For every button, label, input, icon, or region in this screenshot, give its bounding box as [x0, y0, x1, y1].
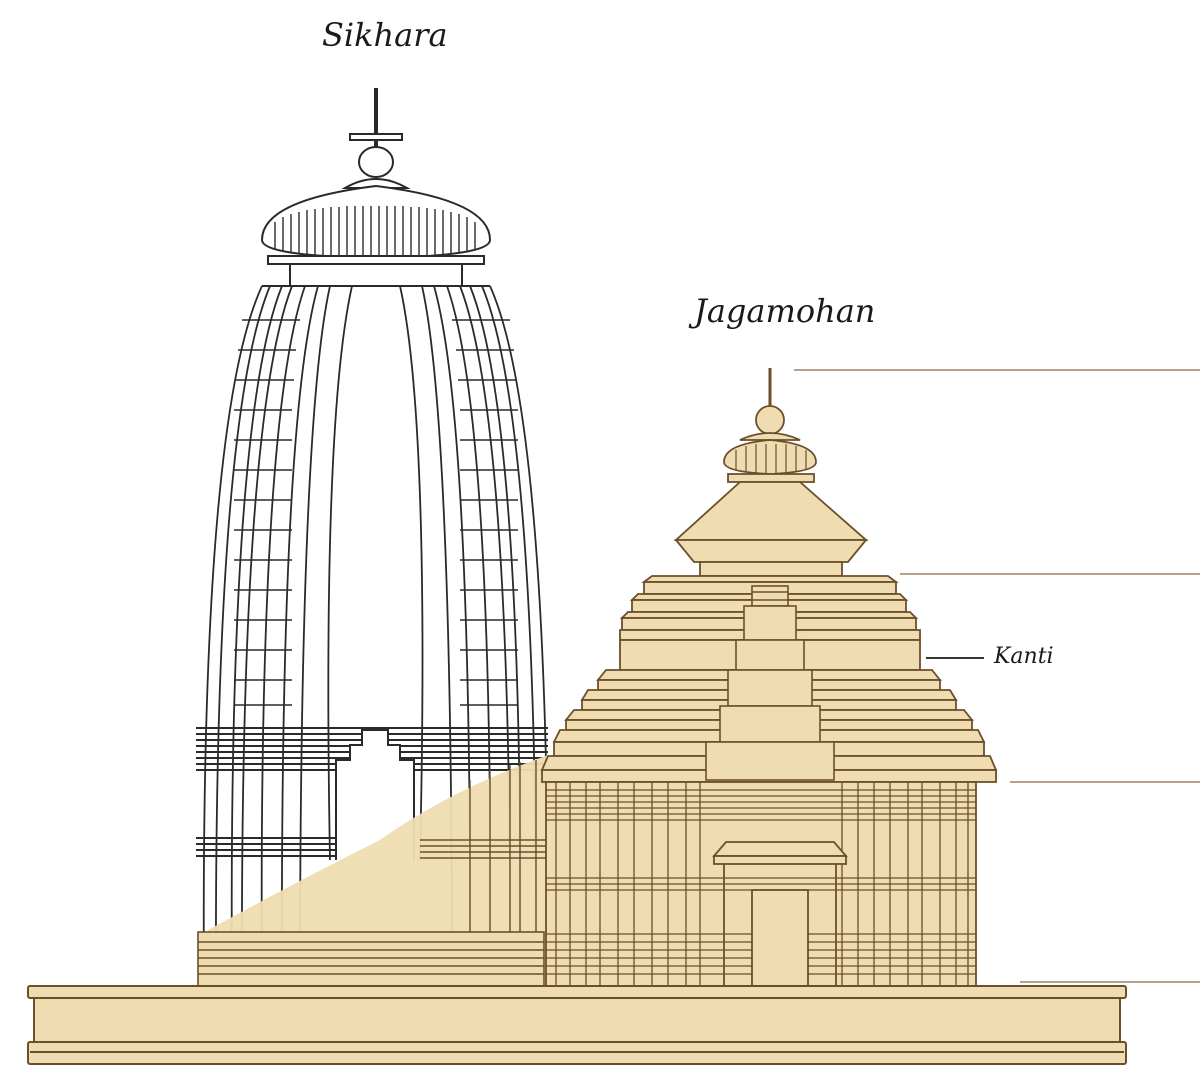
jagamohan-raha: [705, 585, 835, 781]
sikhara-neck: [289, 263, 463, 287]
amalaka-ribs: [274, 206, 476, 256]
sikhara-finial-crossbar: [349, 133, 403, 141]
leader-lines: [794, 369, 1200, 983]
sikhara-lower-band: [196, 837, 336, 857]
sikhara-kalasa: [358, 146, 394, 178]
sikhara-amalaka: [260, 184, 492, 260]
sikhara-niche: [335, 729, 415, 860]
sikhara-right-courses: [452, 319, 518, 706]
sikhara-label: Sikhara: [322, 16, 448, 54]
base-platform: [27, 985, 1127, 1065]
sikhara-shade: [208, 755, 548, 985]
jagamohan-label: Jagamohan: [694, 292, 876, 330]
jagamohan-kalasa: [755, 405, 785, 435]
jagamohan-amalaka: [723, 439, 817, 475]
jagamohan-hall: [540, 368, 998, 987]
kanti-label: Kanti: [994, 644, 1054, 669]
jagamohan-bada-pilasters: [555, 782, 969, 986]
sikhara-tower: [196, 88, 549, 986]
sikhara-ribs: [202, 285, 549, 986]
sikhara-plinth: [197, 931, 545, 987]
jagamohan-ghanta: [673, 481, 869, 541]
sikhara-left-courses: [234, 319, 300, 706]
jagamohan-doorway: [712, 841, 848, 987]
